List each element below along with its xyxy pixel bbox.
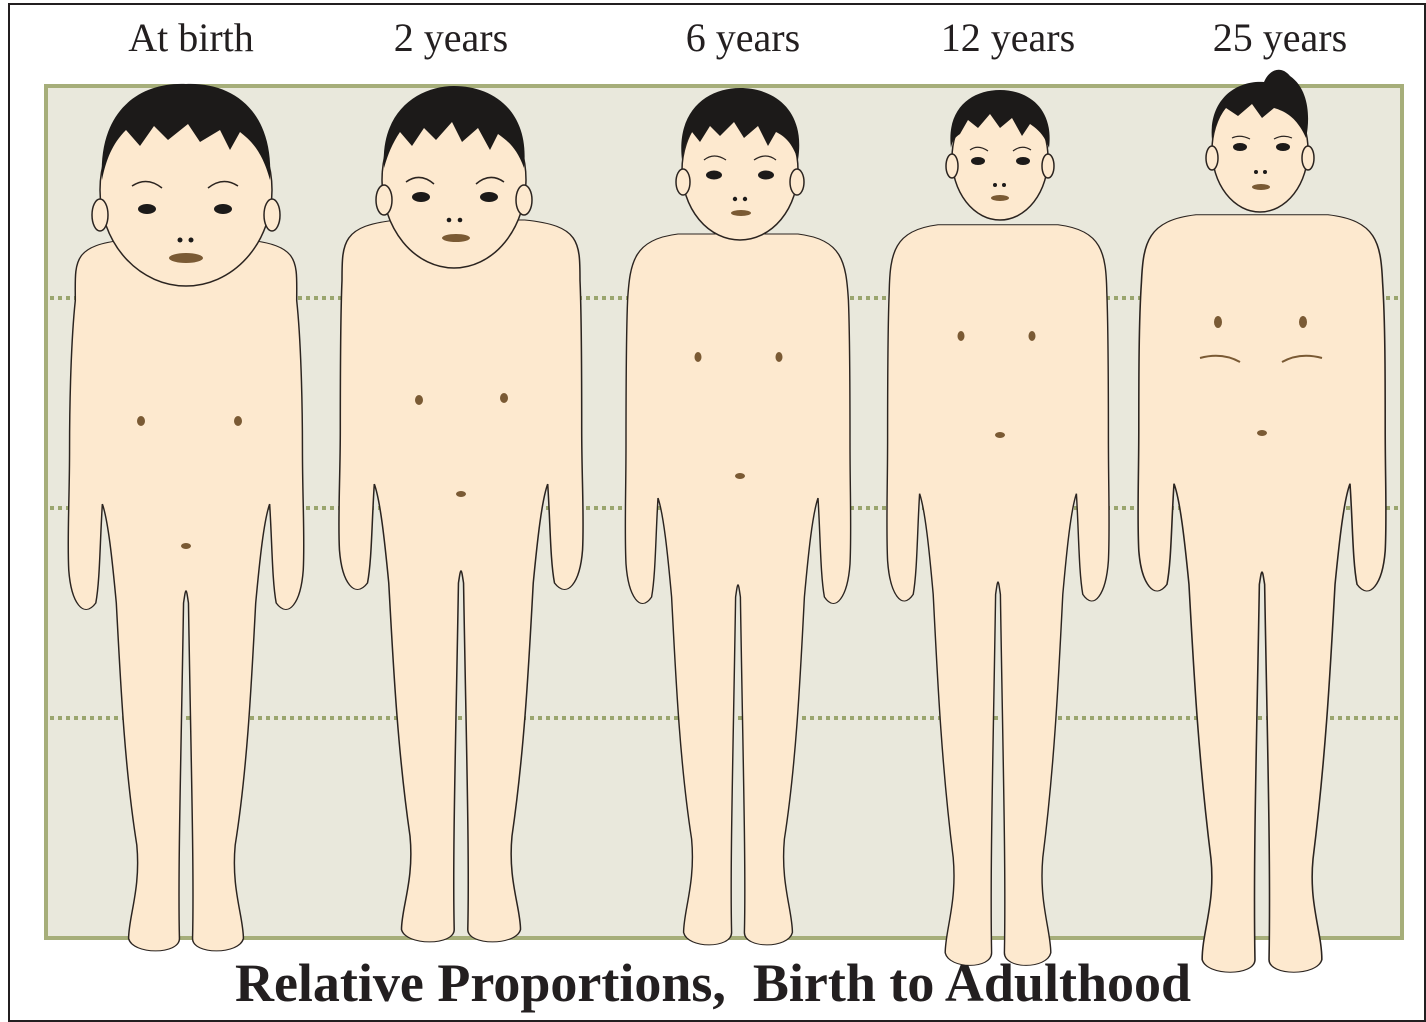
figure-caption: Relative Proportions, Birth to Adulthood [0,952,1426,1014]
